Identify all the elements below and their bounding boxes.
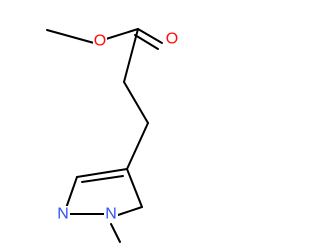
bond-ring-c4-c3-outer bbox=[76, 168, 128, 178]
nitrogen-n1-label-mask bbox=[104, 206, 118, 222]
bond-layer bbox=[46, 28, 163, 243]
ester-oxygen-label-mask bbox=[93, 33, 107, 49]
bond-carbonyl-double-inner bbox=[134, 34, 159, 50]
bond-alpha-carbon-beta-carbon bbox=[123, 81, 149, 124]
bond-beta-carbon-ring-c4 bbox=[126, 122, 149, 170]
carbonyl-oxygen-label-mask bbox=[165, 31, 179, 47]
chemical-structure-diagram: O O N N bbox=[46, 28, 179, 243]
bond-ring-c5-n1 bbox=[117, 206, 143, 216]
atom-label-layer: O O N N bbox=[56, 31, 179, 223]
nitrogen-n2-label-mask bbox=[56, 206, 70, 222]
bond-methyl-ester-oxygen bbox=[46, 29, 95, 44]
bond-carbonyl-double-outer bbox=[137, 28, 163, 44]
bond-ring-c4-c3-inner bbox=[81, 175, 124, 183]
bond-ester-oxygen-carbonyl-carbon bbox=[105, 28, 139, 40]
ester-oxygen-label: O bbox=[94, 33, 106, 50]
carbonyl-oxygen-label: O bbox=[166, 31, 178, 48]
bond-carbonyl-carbon-alpha-carbon bbox=[123, 28, 139, 83]
nitrogen-n1-label: N bbox=[105, 206, 117, 223]
nitrogen-n2-label: N bbox=[57, 206, 69, 223]
bond-n1-methyl bbox=[110, 223, 121, 243]
bond-ring-c4-c5 bbox=[126, 168, 143, 208]
